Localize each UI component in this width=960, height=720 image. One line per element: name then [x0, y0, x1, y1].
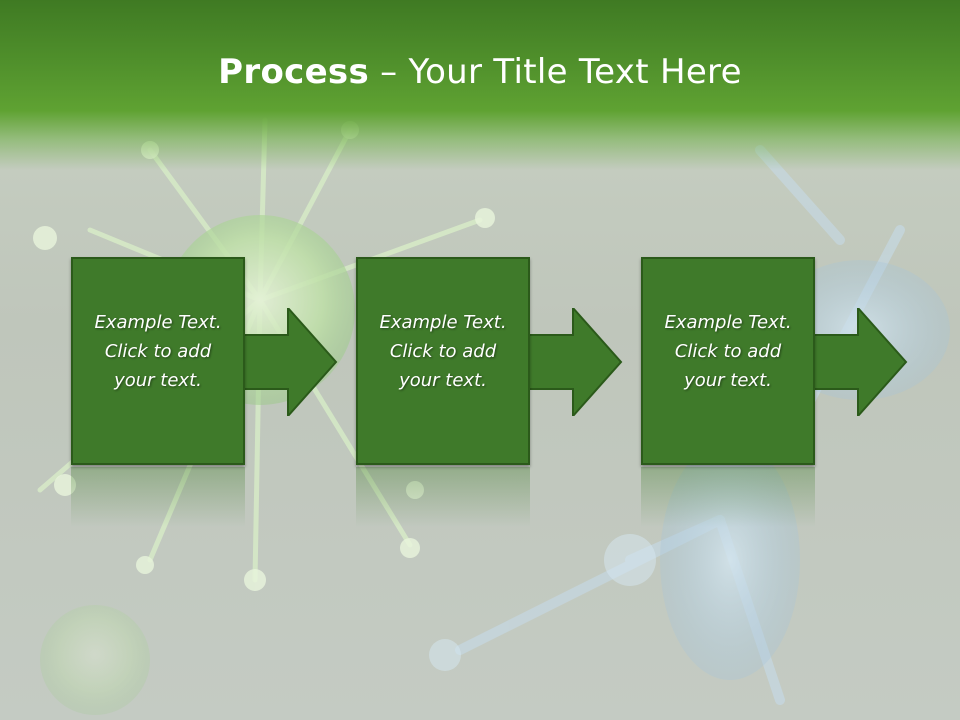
arrow-right-icon	[812, 308, 908, 416]
title-bold: Process	[218, 52, 370, 92]
step-text[interactable]: Example Text. Click to add your text.	[379, 311, 507, 391]
step-text[interactable]: Example Text. Click to add your text.	[664, 311, 792, 391]
box-reflection	[71, 467, 245, 527]
box-reflection	[641, 467, 815, 527]
process-step-3[interactable]: Example Text. Click to add your text.	[641, 257, 815, 465]
box-reflection	[356, 467, 530, 527]
process-step-2[interactable]: Example Text. Click to add your text.	[356, 257, 530, 465]
slide-title: Process – Your Title Text Here	[0, 52, 960, 92]
title-rest: – Your Title Text Here	[369, 52, 742, 92]
title-bar	[0, 0, 960, 170]
step-text[interactable]: Example Text. Click to add your text.	[94, 311, 222, 391]
arrow-right-icon	[527, 308, 623, 416]
arrow-right-icon	[242, 308, 338, 416]
process-step-1[interactable]: Example Text. Click to add your text.	[71, 257, 245, 465]
